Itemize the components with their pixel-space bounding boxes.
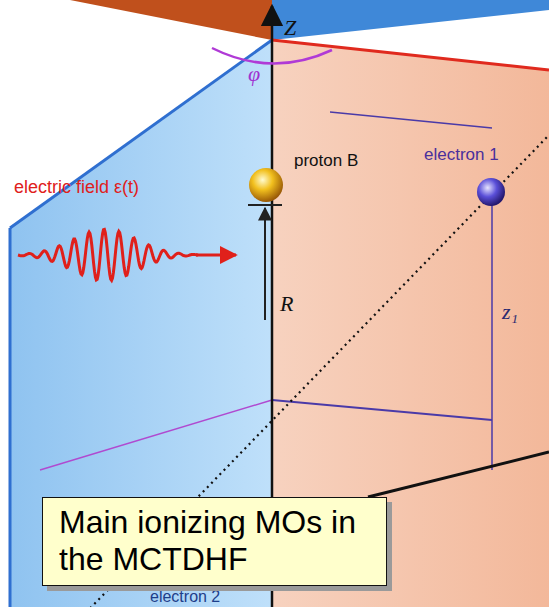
projection-line [330,112,492,128]
coordinate-label: z₁ [502,300,518,324]
callout-text: Main ionizing MOs in the MCTDHF [59,504,369,578]
particle-label: electron 1 [424,146,499,165]
plane-edge [10,40,272,228]
projection-line [491,205,493,470]
angle-label: φ [248,62,260,86]
plane-edge [272,40,549,70]
callout-box: Main ionizing MOs in the MCTDHF [42,497,387,586]
orange-plane-back [70,0,272,40]
blue-plane-back [272,0,549,40]
distance-tick [248,204,282,206]
particle-label: proton B [294,152,358,171]
proton-sphere [249,168,283,202]
distance-arrow [264,208,266,320]
pulse-arrow [196,254,236,257]
plane-edge [9,228,12,607]
field-label: electric field ε(t) [14,178,139,198]
leader-line [368,452,549,497]
electron-sphere [477,178,505,206]
distance-label: R [280,292,293,316]
axis-label: Z [284,16,296,40]
projection-line [272,400,492,420]
particle-label: electron 2 [150,588,220,606]
laser-pulse [18,229,198,280]
projection-line [40,400,272,470]
angle-arc [212,48,332,64]
dotted-axis [40,135,549,607]
